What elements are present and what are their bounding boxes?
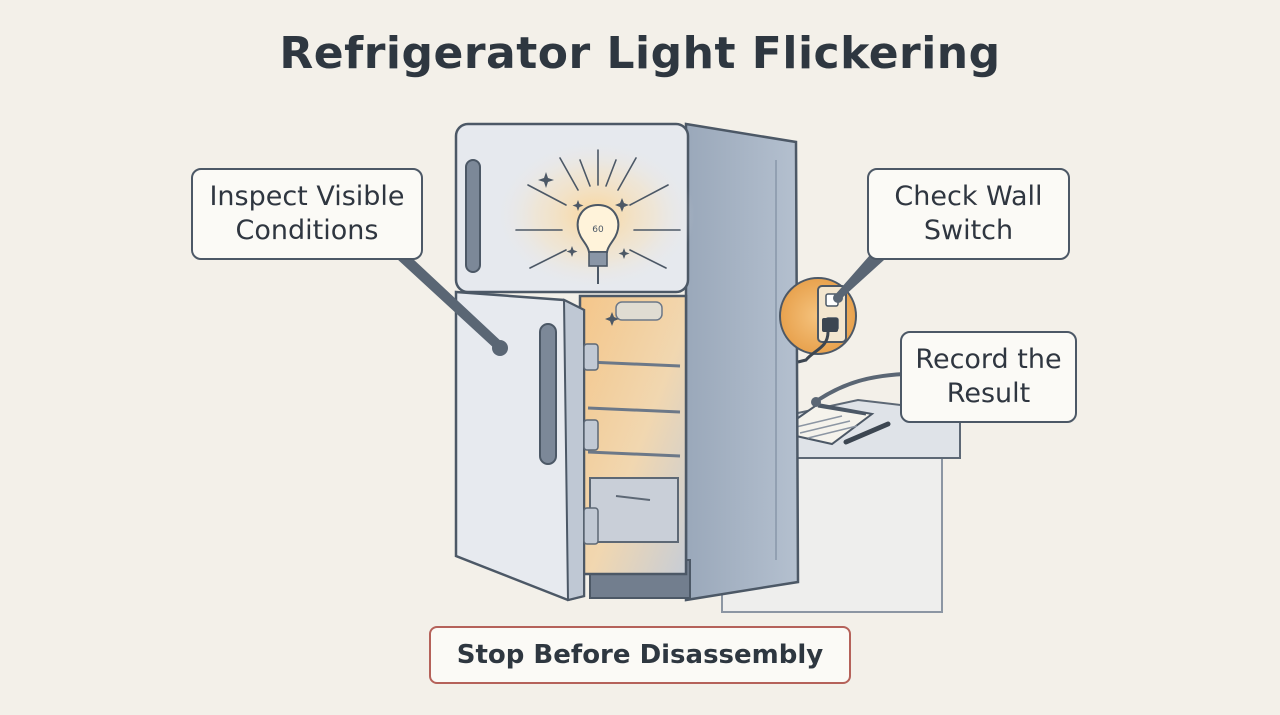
callout-pointers <box>396 255 905 407</box>
refrigerator: 60 <box>454 122 800 602</box>
freezer-door <box>454 122 695 294</box>
callout-record-the-result: Record the Result <box>900 331 1077 423</box>
page-title: Refrigerator Light Flickering <box>279 28 1001 79</box>
inspect-marker <box>492 340 508 356</box>
light-bulb-icon: 60 <box>515 149 681 284</box>
stop-before-disassembly-label: Stop Before Disassembly <box>429 626 851 684</box>
notepad-icon <box>775 402 875 446</box>
refrigerator-door <box>454 290 599 602</box>
pen-icon <box>843 421 891 445</box>
record-marker <box>811 397 821 407</box>
callout-check-wall-switch: Check Wall Switch <box>867 168 1070 260</box>
switch-marker <box>833 293 843 303</box>
callout-inspect-visible-conditions: Inspect Visible Conditions <box>191 168 423 260</box>
bulb-label: 60 <box>592 225 604 235</box>
